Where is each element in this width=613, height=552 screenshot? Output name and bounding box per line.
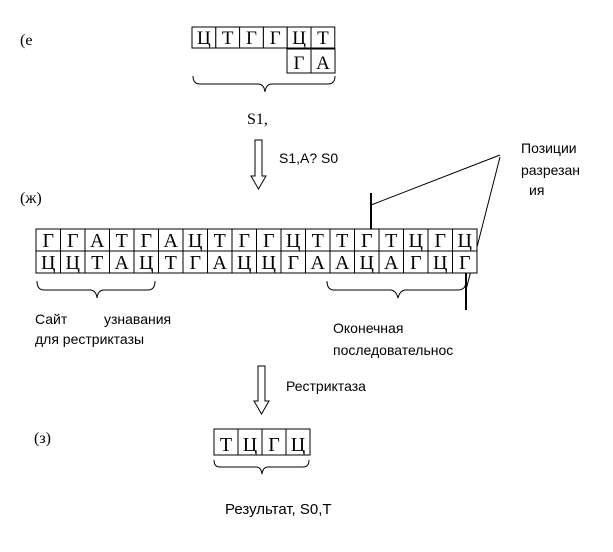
panel-zh-bottom-letter: Ц [41, 252, 55, 274]
panel-e-bottom-letter: А [316, 53, 330, 74]
cut-label-line-1: Позиции [521, 140, 577, 156]
panel-zh-top-letter: Т [385, 230, 397, 252]
end-label-1: Оконечная [333, 320, 403, 336]
panel-zh-top-letter: А [164, 230, 179, 252]
panel-zh-top-letter: Г [361, 230, 373, 252]
cut-label-line-3: ия [529, 182, 544, 198]
panel-zh-bottom-letter: А [311, 252, 326, 274]
panel-zh-bottom-cell [452, 250, 478, 274]
end-brace [326, 280, 467, 299]
panel-zh-bottom-letter: Т [91, 252, 103, 274]
panel-e-top-cell [310, 26, 336, 49]
panel-zh-top-letter: Т [116, 230, 128, 252]
panel-zh-bottom-letter: Г [287, 252, 299, 274]
panel-zh-top-letter: Ц [409, 230, 423, 252]
panel-zh-top-letter: Т [336, 230, 348, 252]
panel-e-top-letter: Ц [292, 28, 306, 49]
down-arrow-2 [253, 365, 270, 416]
panel-e-label: (е [20, 32, 32, 49]
panel-zh-top-letter: Г [434, 230, 446, 252]
panel-zh-bottom-letter: А [384, 252, 399, 274]
panel-z-letter: Г [268, 434, 280, 456]
panel-zh-bottom-letter: А [335, 252, 350, 274]
panel-zh-bottom-letter: Ц [262, 252, 276, 274]
panel-zh-bottom-letter: Г [189, 252, 201, 274]
panel-zh-bottom-letter: А [115, 252, 130, 274]
panel-z-label: (з) [34, 430, 51, 447]
panel-zh-top-letter: Г [140, 230, 152, 252]
arrow2-label: Рестриктаза [286, 378, 366, 394]
panel-e-top-letter: Т [222, 28, 234, 49]
site-label-1: Сайт [35, 311, 68, 327]
panel-z-cell [213, 428, 239, 456]
panel-z-letter: Ц [291, 434, 305, 456]
panel-e-bottom-letter: Г [294, 53, 305, 74]
panel-zh-bottom-letter: Ц [66, 252, 80, 274]
panel-e-bottom-cell [310, 48, 336, 74]
panel-e-top-letter: Г [270, 28, 281, 49]
down-arrow-1 [250, 139, 267, 191]
panel-zh-bottom-letter: Г [410, 252, 422, 274]
panel-z-cell [237, 428, 263, 456]
panel-zh-top-letter: Ц [188, 230, 202, 252]
panel-zh-bottom-letter: Г [459, 252, 471, 274]
panel-zh-top-letter: Ц [286, 230, 300, 252]
panel-e-top-letter: Т [317, 28, 329, 49]
panel-zh-bottom-letter: Ц [237, 252, 251, 274]
panel-zh-top-letter: Т [312, 230, 324, 252]
panel-zh-bottom-letter: Ц [433, 252, 447, 274]
panel-z-letter: Т [220, 434, 232, 456]
end-label-2: последовательнос [333, 342, 453, 358]
site-brace [36, 280, 156, 299]
panel-zh-bottom-letter: Ц [139, 252, 153, 274]
panel-z-cell [285, 428, 311, 456]
panel-z-brace [213, 459, 310, 475]
panel-zh-top-letter: Г [42, 230, 54, 252]
panel-zh-top-letter: А [90, 230, 105, 252]
panel-zh-bottom-letter: Ц [360, 252, 374, 274]
cut-label-line-2: разрезан [521, 162, 580, 178]
panel-z-caption: Результат, S0,Т [225, 501, 332, 518]
panel-zh-label: (ж) [20, 190, 42, 207]
panel-e-top-letter: Г [246, 28, 257, 49]
panel-zh-bottom-letter: Т [165, 252, 177, 274]
panel-zh-top-letter: Г [238, 230, 250, 252]
panel-zh-bottom-letter: А [213, 252, 228, 274]
panel-zh-top-letter: Т [214, 230, 226, 252]
panel-zh-top-letter: Г [263, 230, 275, 252]
site-label-3: для рестриктазы [35, 331, 144, 347]
panel-z-letter: Ц [243, 434, 257, 456]
site-label-2: узнавания [104, 311, 171, 327]
arrow1-label: S1,A? S0 [279, 150, 338, 166]
cut-pointer-top [370, 154, 501, 206]
panel-zh-top-letter: Г [67, 230, 79, 252]
panel-e-brace [192, 75, 336, 93]
panel-e-caption: S1, [247, 111, 268, 128]
panel-zh-top-letter: Ц [458, 230, 472, 252]
panel-e-top-letter: Ц [197, 28, 211, 49]
panel-z-cell [261, 428, 287, 456]
